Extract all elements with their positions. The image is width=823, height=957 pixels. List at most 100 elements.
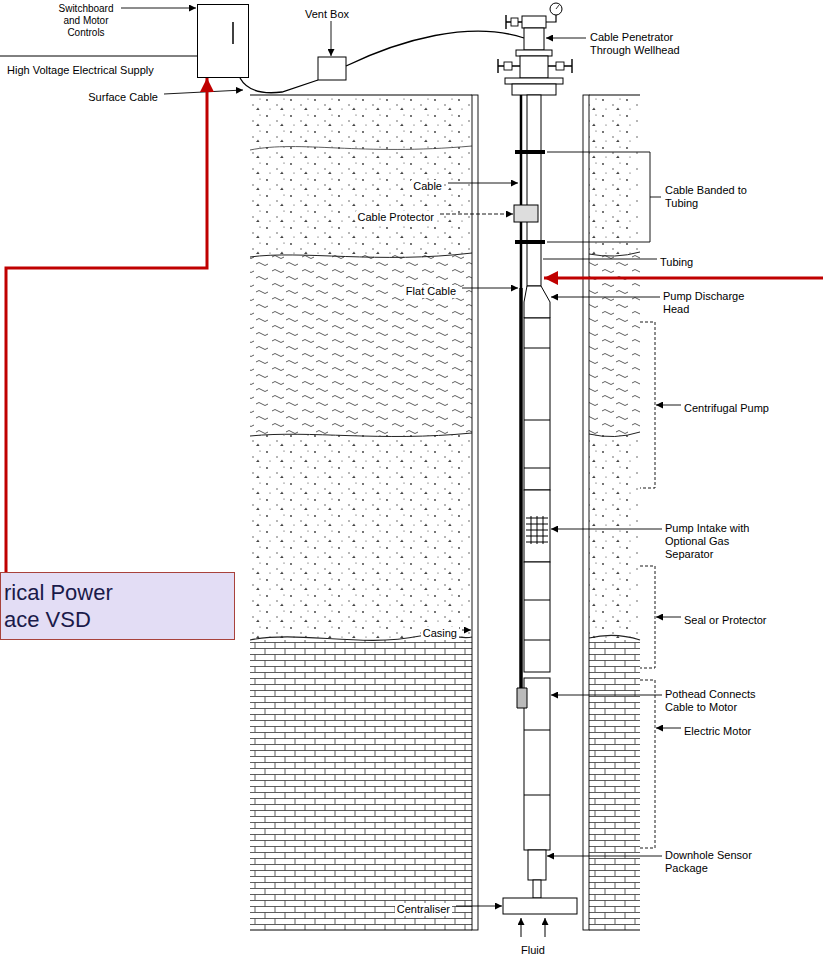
- wing-valve: [556, 62, 564, 70]
- surface-cable: [240, 78, 318, 93]
- cable-protector: [514, 205, 538, 222]
- label-anchor: Cable: [411, 176, 444, 194]
- switchboard-label: Switchboard and Motor Controls: [53, 3, 119, 39]
- supply-line: [0, 56, 197, 57]
- sand-layer: [250, 95, 472, 255]
- label-anchor: High Voltage Electrical Supply: [5, 60, 156, 78]
- part-label: Pothead Connects Cable to Motor: [663, 688, 775, 714]
- label-anchor: Seal or Protector: [682, 610, 769, 628]
- cable-band: [515, 240, 545, 244]
- callout-box: rical Power ace VSD: [0, 572, 235, 640]
- leader-line: [462, 288, 518, 289]
- intake-slots: [526, 516, 548, 544]
- leader-line: [462, 630, 471, 631]
- top-valve: [511, 18, 518, 26]
- part-label: Vent Box: [303, 8, 351, 21]
- flow-arrow: [521, 918, 522, 937]
- leader-line: [440, 214, 513, 215]
- cable-penetrator: [524, 28, 544, 50]
- shale-layer: [589, 255, 640, 435]
- seal-section: [524, 562, 550, 672]
- casing-wall: [583, 95, 589, 930]
- leader-line: [331, 19, 332, 56]
- label-anchor: Pump Intake with Optional Gas Separator: [663, 522, 771, 561]
- centraliser-stem: [533, 880, 541, 898]
- pump-intake: [524, 490, 550, 562]
- cable-band: [515, 150, 545, 154]
- bracket: [640, 566, 655, 668]
- stratum-boundary: [589, 252, 640, 256]
- motor-joint: [524, 795, 550, 796]
- tubing: [527, 95, 541, 286]
- leader-line: [448, 183, 518, 184]
- motor-joint: [524, 730, 550, 731]
- part-label: Cable Protector: [356, 211, 436, 224]
- red-pointer-arrow: [544, 277, 823, 280]
- callout-text: rical Power ace VSD: [1, 579, 132, 633]
- label-anchor: Surface Cable: [86, 87, 160, 105]
- part-label: Pump Discharge Head: [661, 290, 761, 316]
- wellhead-spool: [520, 56, 548, 78]
- part-label: Casing: [421, 627, 459, 640]
- pump-joint: [524, 420, 550, 421]
- shale-layer: [250, 255, 472, 435]
- wing-valve: [548, 59, 572, 73]
- leader-line: [656, 405, 681, 406]
- part-label: Surface Cable: [86, 91, 160, 104]
- seal-joint: [524, 600, 550, 601]
- wellhead-cap: [522, 16, 546, 28]
- leader-line: [121, 8, 196, 9]
- pump-joint: [524, 348, 550, 349]
- part-label: Cable Penetrator Through Wellhead: [588, 31, 704, 57]
- label-anchor: Electric Motor: [682, 721, 753, 739]
- part-label: Cable: [411, 180, 444, 193]
- part-label: Electric Motor: [682, 725, 753, 738]
- bracket: [547, 152, 661, 242]
- wellhead-flange: [516, 50, 552, 56]
- wing-valve: [504, 62, 512, 70]
- part-label: Tubing: [658, 256, 695, 269]
- flow-arrow: [545, 918, 546, 937]
- stratum-boundary: [250, 433, 472, 436]
- ground-bottom: [589, 930, 640, 931]
- rock-layer: [250, 640, 472, 930]
- label-anchor: Centraliser: [395, 899, 452, 917]
- label-anchor: Cable Protector: [356, 207, 436, 225]
- sand-layer: [589, 435, 640, 640]
- leader-line: [656, 728, 681, 729]
- switchboard-box: Switchboard and Motor Controls: [197, 4, 249, 78]
- seal-joint: [524, 640, 550, 641]
- leader-line: [656, 617, 681, 618]
- label-anchor: Tubing: [658, 252, 695, 270]
- stratum-boundary: [250, 146, 472, 150]
- top-valve: [506, 15, 522, 29]
- part-label: Seal or Protector: [682, 614, 769, 627]
- pump-joint: [524, 468, 550, 469]
- part-label: Pump Intake with Optional Gas Separator: [663, 522, 771, 561]
- sand-layer: [250, 435, 472, 640]
- label-anchor: Casing: [421, 623, 459, 641]
- centraliser: [503, 898, 577, 914]
- discharge-head: [524, 286, 550, 318]
- label-anchor: Downhole Sensor Package: [663, 849, 771, 875]
- part-label: Centraliser: [395, 903, 452, 916]
- pothead: [517, 688, 527, 708]
- bracket: [640, 322, 655, 488]
- flow-label: Fluid: [519, 944, 547, 957]
- sensor-package: [528, 850, 546, 880]
- gauge-needle: [556, 5, 559, 9]
- leader-line: [164, 90, 243, 94]
- label-anchor: Vent Box: [303, 4, 351, 22]
- casing-head-flange: [505, 78, 563, 84]
- part-label: High Voltage Electrical Supply: [5, 64, 156, 77]
- leader-line: [456, 906, 502, 907]
- leader-line: [547, 856, 662, 857]
- electric-motor: [524, 678, 550, 850]
- casing-wall: [472, 95, 478, 930]
- part-label: Cable Banded to Tubing: [663, 184, 749, 210]
- stratum-boundary: [589, 635, 640, 640]
